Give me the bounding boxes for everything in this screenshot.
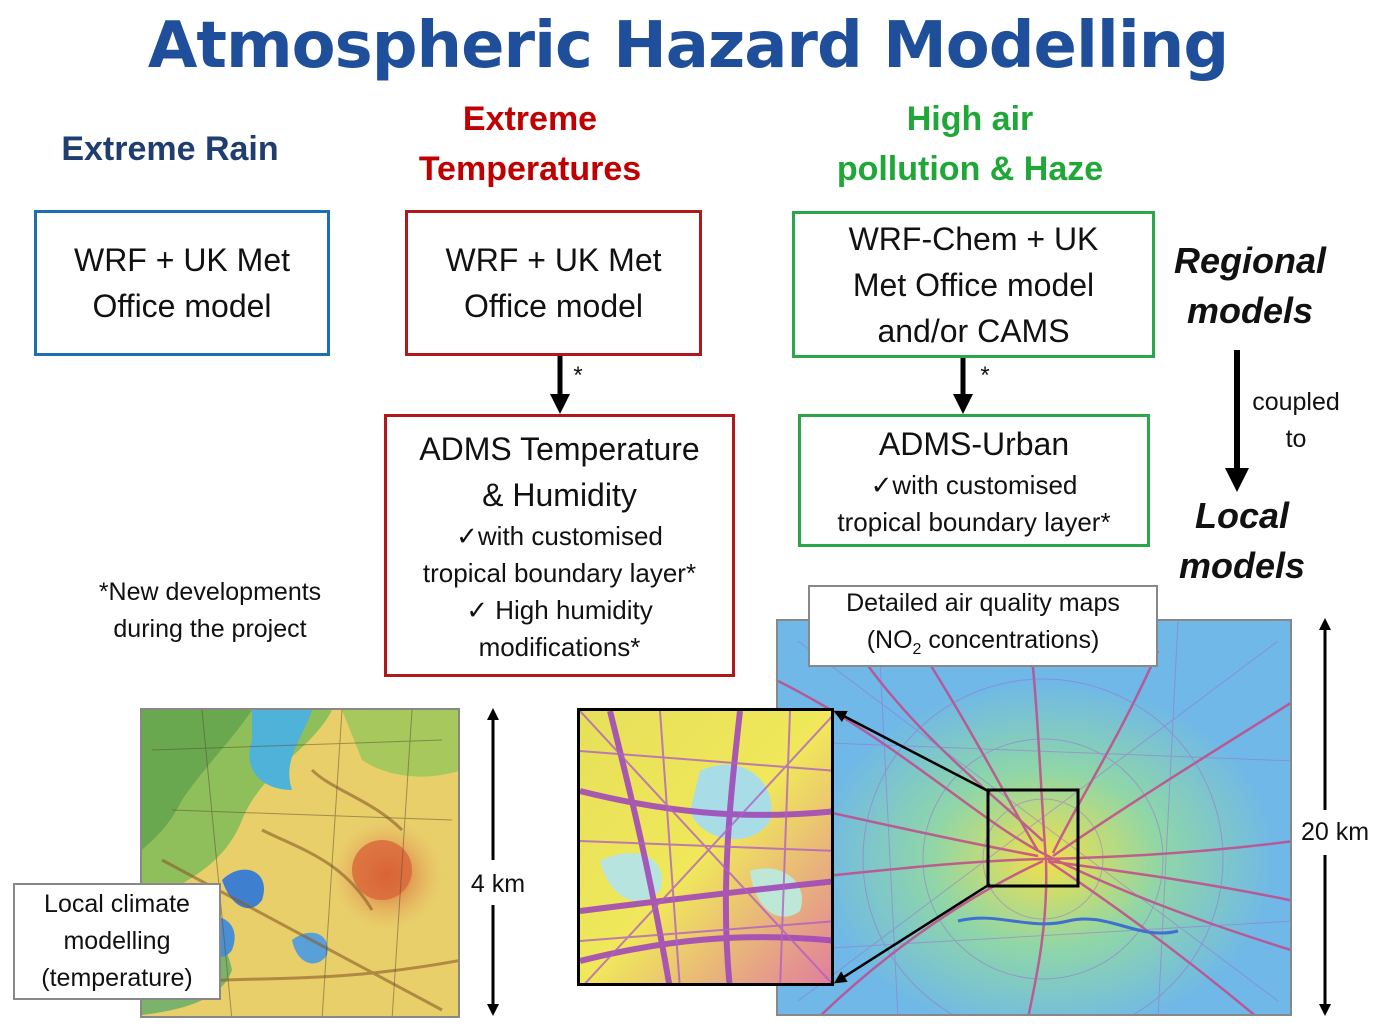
category-line: High air (906, 100, 1034, 138)
box-title-line: & Humidity (482, 476, 637, 513)
label-subscript: 2 (912, 640, 922, 658)
box-line: Met Office model (852, 266, 1095, 303)
adms-urban-box: ADMS-Urban ✓with customised tropical bou… (798, 414, 1150, 547)
label-part: (NO (866, 625, 913, 654)
air-quality-no2-map (776, 619, 1292, 1016)
box-line: WRF + UK Met (445, 242, 662, 278)
category-line: Extreme (462, 100, 598, 138)
category-line: pollution & Haze (836, 150, 1104, 188)
label-part: concentrations) (921, 625, 1100, 654)
box-note: ✓with customised (870, 469, 1078, 500)
box-title-line: ADMS Temperature (419, 430, 700, 467)
coupled-to-label: coupled to (1240, 384, 1352, 458)
scale-20km-label: 20 km (1295, 814, 1375, 850)
box-note: modifications* (478, 631, 641, 662)
regional-models-label: Regional models (1160, 236, 1340, 336)
box-note: ✓ High humidity (466, 594, 653, 625)
temperature-asterisk: * (573, 362, 583, 389)
label-line: coupled (1252, 388, 1340, 416)
no2-zoom-image (580, 711, 831, 983)
category-extreme-rain: Extreme Rain (61, 130, 279, 168)
box-note: ✓with customised (456, 520, 663, 551)
footnote-line: *New developments (98, 578, 322, 606)
no2-map-image (778, 621, 1290, 1014)
box-line: and/or CAMS (877, 312, 1070, 349)
label-line: Local climate (44, 890, 190, 918)
box-title-line: ADMS-Urban (878, 425, 1070, 462)
no2-zoom-inset-map (577, 708, 834, 986)
temperature-regional-model-box: WRF + UK Met Office model (405, 210, 702, 356)
air-quality-label-box: Detailed air quality maps (NO2 concentra… (808, 585, 1158, 667)
label-line: to (1285, 425, 1307, 453)
label-line: models (1178, 545, 1306, 586)
scale-4km-label: 4 km (462, 866, 534, 902)
category-air-pollution: High air pollution & Haze (790, 94, 1150, 194)
page-title: Atmospheric Hazard Modelling (147, 9, 1229, 83)
box-line: WRF-Chem + UK (848, 220, 1099, 257)
label-line: Detailed air quality maps (846, 588, 1120, 617)
zoom-line-top (833, 710, 991, 794)
label-line: models (1186, 290, 1314, 331)
label-line: (NO2 concentrations) (867, 622, 1100, 668)
box-line: Office model (463, 288, 644, 324)
local-climate-label-box: Local climate modelling (temperature) (13, 883, 221, 1000)
box-line: WRF + UK Met (73, 242, 290, 278)
pollution-regional-model-box: WRF-Chem + UK Met Office model and/or CA… (792, 211, 1155, 358)
box-line: Office model (92, 288, 272, 324)
label-line: (temperature) (41, 964, 193, 992)
label-line: modelling (63, 927, 171, 955)
zoom-line-bottom (833, 882, 991, 984)
rain-regional-model-box: WRF + UK Met Office model (34, 210, 330, 356)
pollution-asterisk: * (980, 362, 990, 389)
footnote: *New developments during the project (70, 574, 350, 648)
box-note: tropical boundary layer* (837, 506, 1111, 537)
category-line: Temperatures (418, 150, 642, 188)
local-models-label: Local models (1152, 491, 1332, 591)
label-line: Local (1194, 495, 1290, 536)
label-line: Regional (1173, 240, 1326, 281)
box-note: tropical boundary layer* (422, 557, 697, 588)
footnote-line: during the project (113, 615, 307, 643)
adms-temperature-box: ADMS Temperature & Humidity ✓with custom… (384, 414, 735, 677)
category-extreme-temperatures: Extreme Temperatures (380, 94, 680, 194)
zoom-region-box (986, 788, 1080, 888)
